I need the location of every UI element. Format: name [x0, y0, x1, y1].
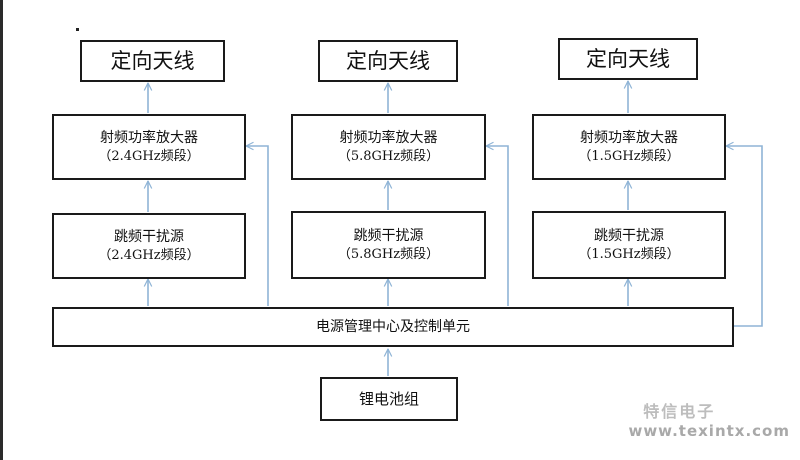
hopping-jammer-band-1: （2.4GHz频段）: [98, 247, 200, 263]
hopping-jammer-box-1: 跳频干扰源 （2.4GHz频段）: [52, 213, 246, 279]
watermark-name: 特信电子: [643, 402, 716, 421]
hopping-jammer-box-3: 跳频干扰源 （1.5GHz频段）: [532, 211, 726, 279]
battery-pack-box: 锂电池组: [320, 377, 458, 421]
power-control-unit-label: 电源管理中心及控制单元: [316, 318, 470, 335]
antenna-label-1: 定向天线: [110, 48, 195, 73]
left-border: [0, 0, 3, 460]
antenna-label-3: 定向天线: [586, 46, 670, 71]
rf-amplifier-band-2: （5.8GHz频段）: [337, 148, 440, 164]
antenna-box-1: 定向天线: [80, 40, 225, 82]
antenna-box-2: 定向天线: [318, 40, 458, 82]
rf-amplifier-box-1: 射频功率放大器 （2.4GHz频段）: [52, 114, 246, 180]
arrow-power-amp3: [726, 146, 763, 327]
hopping-jammer-band-2: （5.8GHz频段）: [337, 246, 440, 262]
rf-amplifier-label-3: 射频功率放大器: [580, 129, 678, 146]
watermark-url: www.texintx.com: [628, 422, 790, 440]
hopping-jammer-band-3: （1.5GHz频段）: [578, 246, 680, 262]
rf-amplifier-box-2: 射频功率放大器 （5.8GHz频段）: [291, 114, 486, 180]
hopping-jammer-label-3: 跳频干扰源: [594, 227, 664, 244]
power-control-unit-box: 电源管理中心及控制单元: [52, 307, 734, 347]
rf-amplifier-box-3: 射频功率放大器 （1.5GHz频段）: [532, 114, 726, 180]
antenna-label-2: 定向天线: [346, 48, 430, 73]
rf-amplifier-label-2: 射频功率放大器: [339, 129, 438, 146]
hopping-jammer-label-2: 跳频干扰源: [353, 227, 424, 244]
battery-pack-label: 锂电池组: [358, 389, 419, 408]
rf-amplifier-band-3: （1.5GHz频段）: [578, 148, 680, 164]
arrow-power-amp2: [486, 146, 509, 306]
hopping-jammer-label-1: 跳频干扰源: [114, 228, 184, 245]
watermark: 特信电子 www.texintx.com: [628, 398, 790, 440]
stray-dot: [76, 28, 79, 31]
arrow-power-amp1: [246, 146, 269, 306]
rf-amplifier-label-1: 射频功率放大器: [100, 129, 198, 146]
hopping-jammer-box-2: 跳频干扰源 （5.8GHz频段）: [291, 211, 486, 279]
antenna-box-3: 定向天线: [558, 38, 698, 80]
rf-amplifier-band-1: （2.4GHz频段）: [98, 148, 200, 164]
